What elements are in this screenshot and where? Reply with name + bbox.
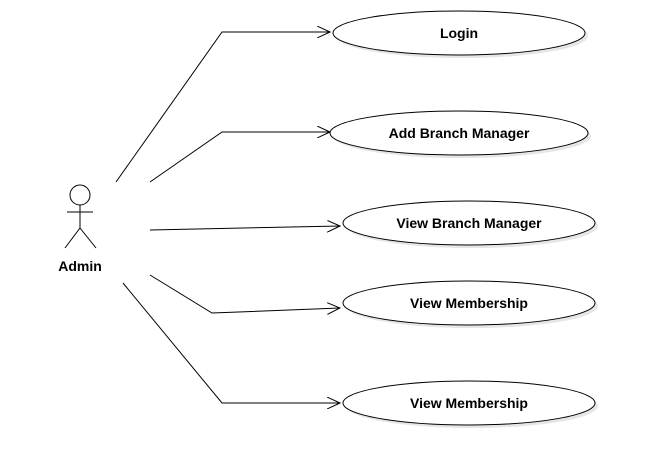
association-view-membership-1 — [149, 274, 340, 313]
association-add-branch-manager — [149, 132, 330, 183]
use-case-login[interactable]: Login — [332, 10, 588, 58]
use-case-view-membership-1[interactable]: View Membership — [342, 280, 598, 328]
use-case-add-branch-manager[interactable]: Add Branch Manager — [329, 110, 591, 158]
use-case-label: View Membership — [410, 395, 528, 411]
association-view-branch-manager — [149, 226, 340, 230]
association-login — [115, 32, 330, 183]
use-case-label: Login — [440, 25, 478, 41]
association-view-membership-2 — [122, 282, 340, 403]
use-case-view-membership-2[interactable]: View Membership — [342, 380, 598, 428]
use-case-label: View Branch Manager — [396, 215, 542, 231]
use-case-label: View Membership — [410, 295, 528, 311]
use-case-label: Add Branch Manager — [389, 125, 530, 141]
actor-label: Admin — [58, 258, 102, 274]
use-case-view-branch-manager[interactable]: View Branch Manager — [342, 200, 598, 248]
stick-figure-actor-icon — [64, 184, 97, 249]
actor-admin[interactable]: Admin — [58, 184, 102, 274]
